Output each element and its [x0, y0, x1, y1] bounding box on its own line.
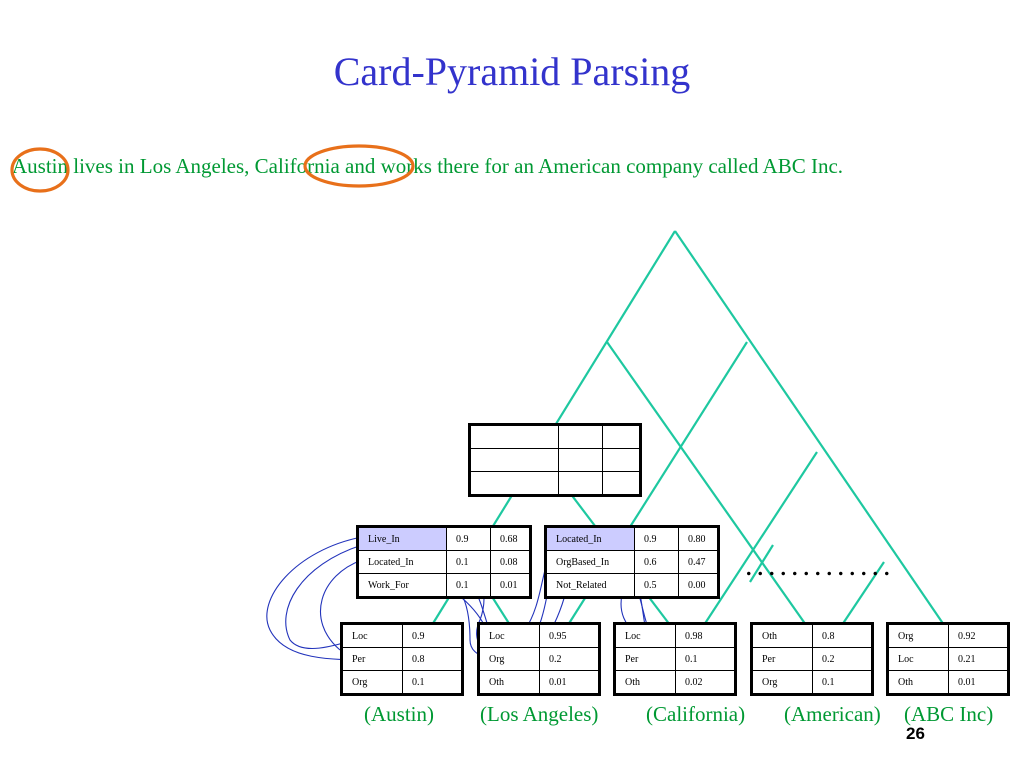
entity-type: Oth [478, 670, 540, 695]
entity-type: Per [751, 647, 813, 671]
entity-type: Loc [887, 647, 949, 671]
score-value: 0.9 [634, 526, 679, 551]
score-value: 0.1 [812, 670, 873, 695]
score-value: 0.80 [678, 526, 719, 551]
highlight-circles [10, 144, 415, 193]
entity-label-abc-inc: (ABC Inc) [904, 702, 994, 726]
relation-label: Located_In [357, 550, 447, 574]
score-value: 0.98 [675, 623, 736, 648]
score-value: 0.8 [812, 623, 873, 648]
score-value: 0.01 [539, 670, 600, 695]
relation-label: Not_Related [545, 573, 635, 598]
score-value: 0.01 [490, 573, 531, 598]
entity-type: Per [614, 647, 676, 671]
entity-type: Org [341, 670, 403, 695]
score-value: 0.21 [948, 647, 1009, 671]
entity-type: Loc [478, 623, 540, 648]
score-value: 0.92 [948, 623, 1009, 648]
slide-title: Card-Pyramid Parsing [333, 49, 691, 94]
score-value: 0.47 [678, 550, 719, 574]
entity-type: Org [751, 670, 813, 695]
relation-label: Work_For [357, 573, 447, 598]
entity-type: Oth [887, 670, 949, 695]
score-value: 0.6 [634, 550, 679, 574]
entity-label-american: (American) [784, 702, 881, 726]
relation-label: OrgBased_In [545, 550, 635, 574]
page-number: 26 [906, 724, 925, 743]
score-value: 0.01 [948, 670, 1009, 695]
score-value: 0.2 [812, 647, 873, 671]
score-value: 0.1 [446, 573, 491, 598]
entity-type: Org [478, 647, 540, 671]
entity-type: Oth [751, 623, 813, 648]
score-value: 0.9 [446, 526, 491, 551]
example-sentence: Austin lives in Los Angeles, California … [12, 154, 844, 178]
empty-pyramid-cell [468, 423, 642, 497]
entity-label-california: (California) [646, 702, 746, 726]
entity-type: Org [887, 623, 949, 648]
score-value: 0.1 [675, 647, 736, 671]
entity-label-austin: (Austin) [364, 702, 434, 726]
score-value: 0.5 [634, 573, 679, 598]
score-value: 0.02 [675, 670, 736, 695]
entity-type: Loc [614, 623, 676, 648]
ellipsis: ............. [745, 549, 895, 582]
score-value: 0.9 [402, 623, 463, 648]
score-value: 0.00 [678, 573, 719, 598]
entity-label-los-angeles: (Los Angeles) [480, 702, 599, 726]
score-value: 0.1 [402, 670, 463, 695]
score-value: 0.08 [490, 550, 531, 574]
score-value: 0.1 [446, 550, 491, 574]
entity-type: Loc [341, 623, 403, 648]
entity-type: Oth [614, 670, 676, 695]
score-value: 0.2 [539, 647, 600, 671]
score-value: 0.95 [539, 623, 600, 648]
score-value: 0.8 [402, 647, 463, 671]
relation-label: Live_In [357, 526, 447, 551]
entity-type: Per [341, 647, 403, 671]
relation-label: Located_In [545, 526, 635, 551]
score-value: 0.68 [490, 526, 531, 551]
